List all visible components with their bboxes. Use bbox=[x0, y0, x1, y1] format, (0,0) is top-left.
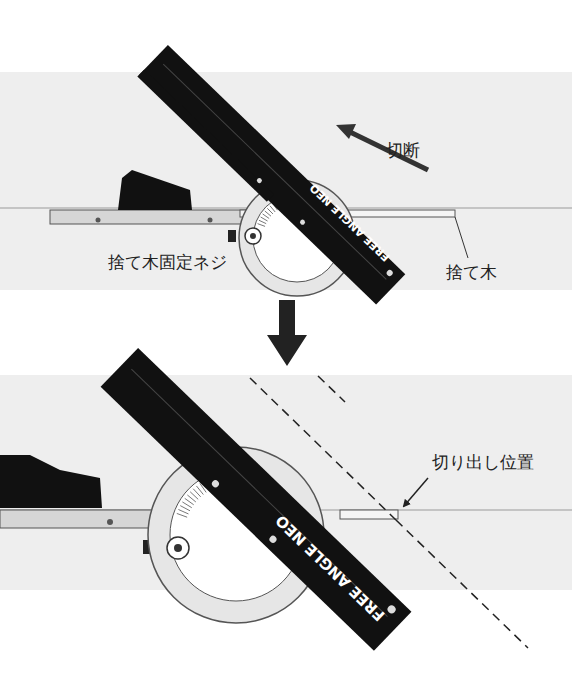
gauge-rail bbox=[50, 210, 255, 224]
part-label: 捨て木 bbox=[446, 262, 497, 282]
fence-base bbox=[118, 170, 192, 210]
step-arrow bbox=[267, 300, 307, 366]
fence-bar bbox=[101, 348, 412, 651]
action-label: 切断 bbox=[386, 140, 420, 160]
part-label: 捨て木固定ネジ bbox=[108, 252, 227, 272]
fixing-screw bbox=[228, 230, 236, 242]
position-label: 切り出し位置 bbox=[432, 452, 534, 472]
